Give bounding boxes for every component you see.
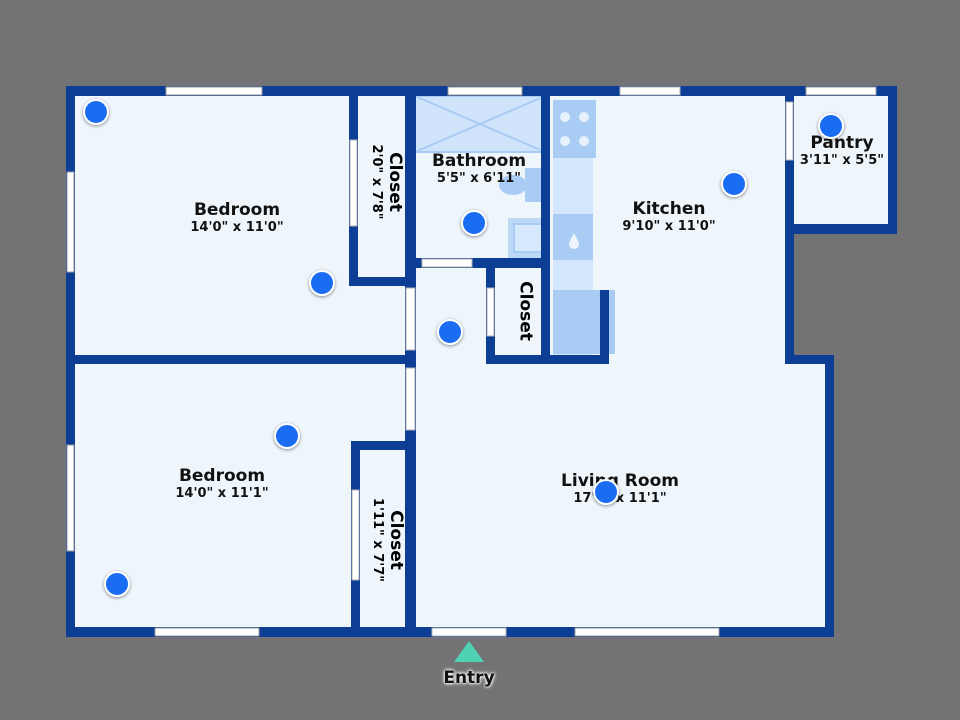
room-dimensions: 1'11" x 7'7" [369,497,385,583]
photo-pin-bedroom-bottom-2[interactable] [104,571,130,597]
closet-mid-label: Closet [514,281,536,341]
toilet-icon [499,168,545,202]
room-name: Closet [515,281,536,341]
room-name: Closet [385,510,406,570]
room-dimensions: 9'10" x 11'0" [622,219,716,235]
bathroom-shower [414,95,546,153]
photo-pin-pantry[interactable] [818,113,844,139]
photo-pin-bedroom-bottom-1[interactable] [274,423,300,449]
closet-top-label: Closet 2'0" x 7'8" [367,144,405,219]
photo-pin-kitchen[interactable] [721,171,747,197]
entry-label[interactable]: Entry [443,668,495,688]
photo-pin-living-room[interactable] [593,479,619,505]
bathroom-label: Bathroom 5'5" x 6'11" [432,151,526,187]
floor-area [66,86,897,637]
bedroom-top-label: Bedroom 14'0" x 11'0" [190,200,283,236]
entry-arrow-icon[interactable] [454,641,484,662]
bedroom-bottom-label: Bedroom 14'0" x 11'1" [175,466,268,502]
photo-pin-bedroom-top-2[interactable] [309,270,335,296]
room-name: Bathroom [431,151,527,172]
room-dimensions: 2'0" x 7'8" [368,144,384,220]
living-room-label: Living Room 17'5" x 11'1" [561,471,679,507]
kitchen-label: Kitchen 9'10" x 11'0" [622,199,715,235]
room-dimensions: 3'11" x 5'5" [799,153,885,169]
pantry-label: Pantry 3'11" x 5'5" [800,133,884,169]
room-name: Kitchen [632,199,706,220]
closet-bottom-label: Closet 1'11" x 7'7" [368,498,406,582]
room-name: Living Room [561,471,679,492]
door-openings [349,86,794,637]
photo-pin-bedroom-top-1[interactable] [83,99,109,125]
stove-icon [553,100,596,158]
room-name: Pantry [810,133,874,154]
room-name: Bedroom [178,466,266,487]
room-name: Bedroom [193,200,281,221]
room-name: Closet [384,152,405,212]
photo-pin-hallway[interactable] [437,319,463,345]
room-dimensions: 5'5" x 6'11" [436,171,522,187]
room-dimensions: 17'5" x 11'1" [573,491,667,507]
windows [66,86,877,637]
photo-pin-bathroom[interactable] [461,210,487,236]
room-dimensions: 14'0" x 11'1" [175,486,269,502]
kitchen-sink-icon [553,214,593,260]
room-dimensions: 14'0" x 11'0" [190,220,284,236]
